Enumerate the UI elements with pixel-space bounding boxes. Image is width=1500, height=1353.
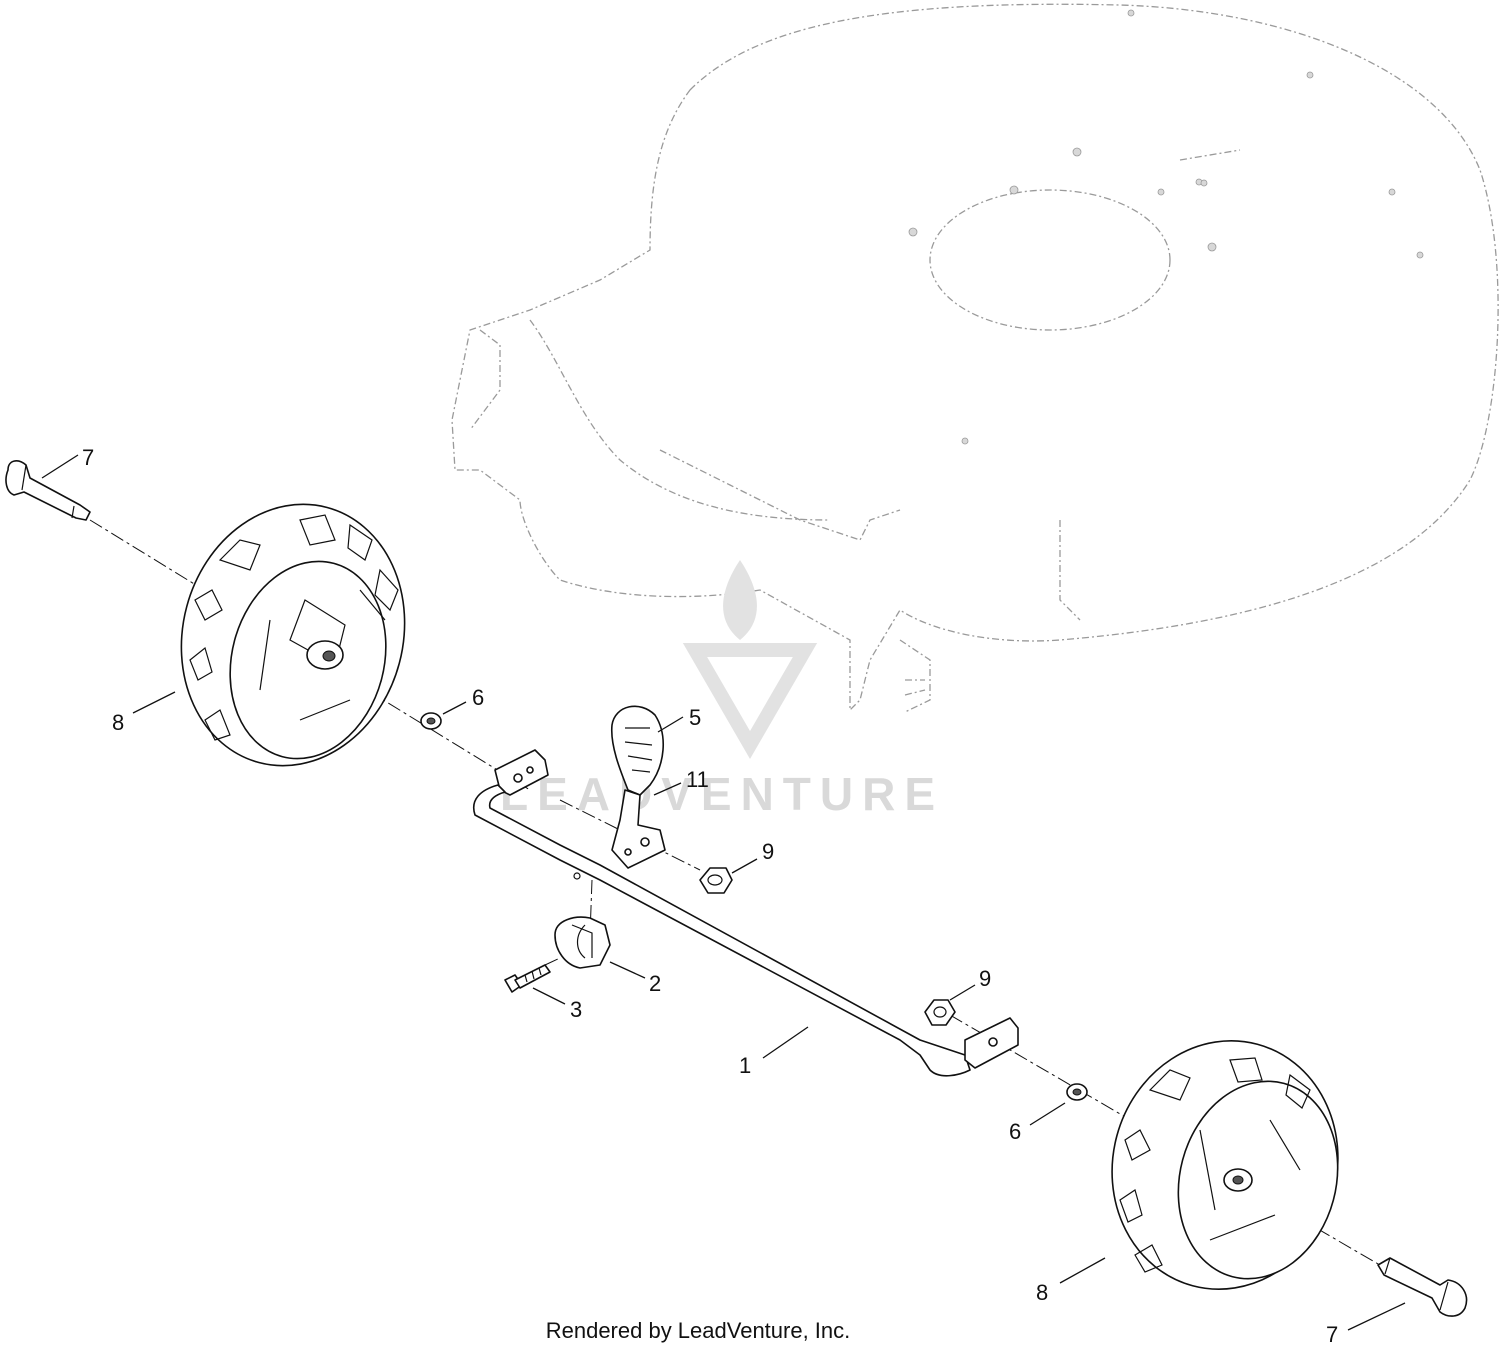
leader-lines (41, 454, 1406, 1331)
front-axle (473, 749, 1019, 1077)
callout-6-right: 6 (1009, 1119, 1021, 1144)
callout-8-left: 8 (112, 710, 124, 735)
callout-labels: 7 8 6 5 11 9 2 3 9 1 6 8 7 (82, 445, 1338, 1347)
render-credit: Rendered by LeadVenture, Inc. (545, 1318, 851, 1343)
callout-9-lower: 9 (979, 966, 991, 991)
callout-11: 11 (686, 767, 709, 792)
callout-8-right: 8 (1036, 1280, 1048, 1305)
axle-bolt-left (5, 460, 91, 521)
nut-upper (699, 867, 733, 894)
callout-9-upper: 9 (762, 839, 774, 864)
callout-7-bottom: 7 (1326, 1322, 1338, 1347)
washer-right (1066, 1083, 1088, 1101)
mower-deck-phantom (451, 3, 1499, 713)
watermark-logo (682, 560, 818, 759)
callout-1: 1 (739, 1053, 751, 1078)
wheel-left (180, 503, 406, 767)
wheel-right (1111, 1040, 1339, 1290)
screw (504, 964, 551, 993)
callout-6-left: 6 (472, 685, 484, 710)
callout-5: 5 (689, 705, 701, 730)
adjuster-bracket (611, 789, 666, 869)
watermark-text: LEADVENTURE (500, 768, 944, 820)
nut-lower (924, 999, 956, 1026)
axle-clip (554, 916, 611, 969)
adjuster-knob (610, 705, 665, 796)
washer-left (420, 712, 442, 730)
callout-7-top: 7 (82, 445, 94, 470)
callout-3: 3 (570, 997, 582, 1022)
callout-2: 2 (649, 971, 661, 996)
axle-bolt-right (1377, 1257, 1468, 1317)
